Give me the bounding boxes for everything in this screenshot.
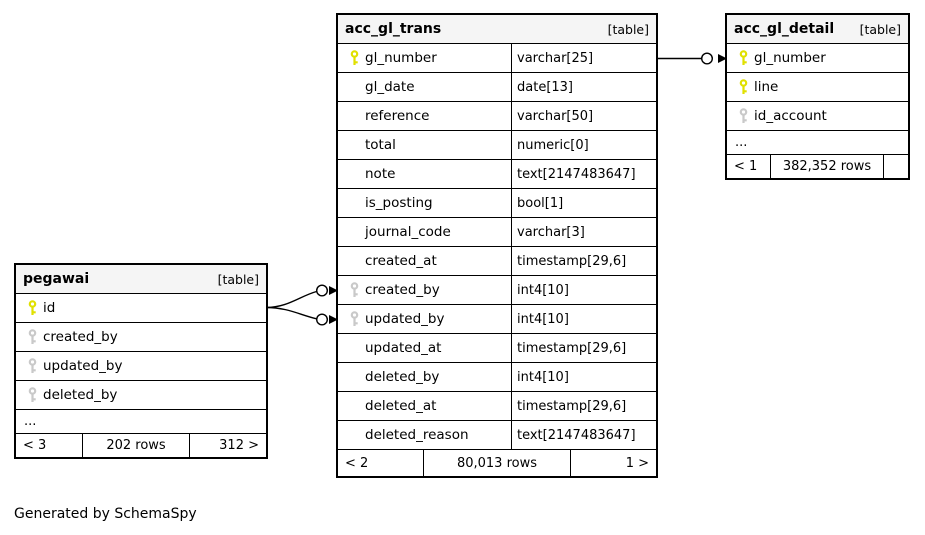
column-row: is_posting bool[1] xyxy=(338,189,656,218)
relationship-line-pegawai-createdby xyxy=(265,290,317,309)
table-header: pegawai [table] xyxy=(16,265,266,294)
table-footer: < 2 80,013 rows 1 > xyxy=(338,450,656,476)
column-row: gl_number xyxy=(727,44,908,73)
column-type: text[2147483647] xyxy=(511,421,656,449)
column-type: int4[10] xyxy=(511,276,656,304)
column-row: created_at timestamp[29,6] xyxy=(338,247,656,276)
footer-parents-count: < 2 xyxy=(338,450,424,476)
column-name: line xyxy=(754,79,779,95)
foreign-key-icon xyxy=(22,387,43,403)
primary-key-icon xyxy=(22,300,43,316)
table-name[interactable]: acc_gl_detail xyxy=(734,21,835,37)
footer-row-count: 382,352 rows xyxy=(771,155,884,178)
footer-children-count: 312 > xyxy=(219,438,259,453)
column-type: timestamp[29,6] xyxy=(511,247,656,275)
more-columns-ellipsis: ... xyxy=(727,131,908,155)
primary-key-icon xyxy=(733,50,754,66)
column-name: created_by xyxy=(43,329,118,345)
column-row: created_by int4[10] xyxy=(338,276,656,305)
column-row: deleted_by int4[10] xyxy=(338,363,656,392)
foreign-key-icon xyxy=(22,329,43,345)
table-footer: < 3 202 rows 312 > xyxy=(16,434,266,457)
column-name: note xyxy=(365,166,396,182)
table-type-tag: [table] xyxy=(859,21,901,37)
column-type: varchar[25] xyxy=(511,44,656,72)
footer-row-count: 80,013 rows xyxy=(424,450,571,476)
footer-row-count: 202 rows xyxy=(83,434,190,457)
column-type: date[13] xyxy=(511,73,656,101)
column-row: updated_by xyxy=(16,352,266,381)
foreign-key-icon xyxy=(733,108,754,124)
column-name: gl_number xyxy=(365,50,437,66)
footer-children-count xyxy=(884,155,908,178)
column-name: deleted_reason xyxy=(365,427,469,443)
column-row: created_by xyxy=(16,323,266,352)
column-row: updated_by int4[10] xyxy=(338,305,656,334)
column-name: gl_date xyxy=(365,79,415,95)
table-type-tag: [table] xyxy=(217,271,259,287)
column-row: reference varchar[50] xyxy=(338,102,656,131)
foreign-key-icon xyxy=(22,358,43,374)
column-row: gl_number varchar[25] xyxy=(338,44,656,73)
table-type-tag: [table] xyxy=(607,21,649,37)
column-name: deleted_at xyxy=(365,398,437,414)
column-row: note text[2147483647] xyxy=(338,160,656,189)
column-name: is_posting xyxy=(365,195,433,211)
column-row: gl_date date[13] xyxy=(338,73,656,102)
table-name[interactable]: acc_gl_trans xyxy=(345,21,442,37)
column-row: line xyxy=(727,73,908,102)
column-row: updated_at timestamp[29,6] xyxy=(338,334,656,363)
table-header: acc_gl_detail [table] xyxy=(727,15,908,44)
zero-or-one-circle xyxy=(701,52,714,65)
column-name: updated_by xyxy=(43,358,123,374)
primary-key-icon xyxy=(344,50,365,66)
column-type: timestamp[29,6] xyxy=(511,334,656,362)
column-name: updated_at xyxy=(365,340,442,356)
column-name: gl_number xyxy=(754,50,826,66)
column-type: varchar[50] xyxy=(511,102,656,130)
column-type: int4[10] xyxy=(511,363,656,391)
entity-table-acc-gl-detail: acc_gl_detail [table] gl_number line id_… xyxy=(725,13,910,180)
foreign-key-icon xyxy=(344,282,365,298)
column-name: deleted_by xyxy=(43,387,118,403)
column-row: id xyxy=(16,294,266,323)
footer-parents-count: < 3 xyxy=(16,434,83,457)
column-type: numeric[0] xyxy=(511,131,656,159)
column-name: updated_by xyxy=(365,311,445,327)
entity-table-acc-gl-trans: acc_gl_trans [table] gl_number varchar[2… xyxy=(336,13,658,478)
column-name: journal_code xyxy=(365,224,451,240)
column-row: deleted_at timestamp[29,6] xyxy=(338,392,656,421)
column-name: id_account xyxy=(754,108,827,124)
column-row: id_account xyxy=(727,102,908,131)
foreign-key-icon xyxy=(344,311,365,327)
column-name: total xyxy=(365,137,396,153)
column-row: deleted_reason text[2147483647] xyxy=(338,421,656,450)
zero-or-one-circle xyxy=(316,284,329,297)
footer-parents-count: < 1 xyxy=(727,155,771,178)
column-type: int4[10] xyxy=(511,305,656,333)
column-name: created_by xyxy=(365,282,440,298)
table-header: acc_gl_trans [table] xyxy=(338,15,656,44)
column-type: bool[1] xyxy=(511,189,656,217)
column-type: timestamp[29,6] xyxy=(511,392,656,420)
footer-children-count: 1 > xyxy=(625,455,649,471)
generated-by-note: Generated by SchemaSpy xyxy=(14,506,197,522)
column-type: varchar[3] xyxy=(511,218,656,246)
more-columns-ellipsis: ... xyxy=(16,410,266,434)
primary-key-icon xyxy=(733,79,754,95)
column-name: deleted_by xyxy=(365,369,440,385)
column-name: reference xyxy=(365,108,430,124)
column-name: created_at xyxy=(365,253,437,269)
column-type: text[2147483647] xyxy=(511,160,656,188)
column-name: id xyxy=(43,300,56,316)
column-row: journal_code varchar[3] xyxy=(338,218,656,247)
entity-table-pegawai: pegawai [table] id created_by updated_by… xyxy=(14,263,268,459)
zero-or-one-circle xyxy=(316,313,329,326)
table-footer: < 1 382,352 rows xyxy=(727,155,908,178)
column-row: deleted_by xyxy=(16,381,266,410)
relationship-line-pegawai-updatedby xyxy=(265,306,317,320)
column-row: total numeric[0] xyxy=(338,131,656,160)
table-name[interactable]: pegawai xyxy=(23,271,90,287)
